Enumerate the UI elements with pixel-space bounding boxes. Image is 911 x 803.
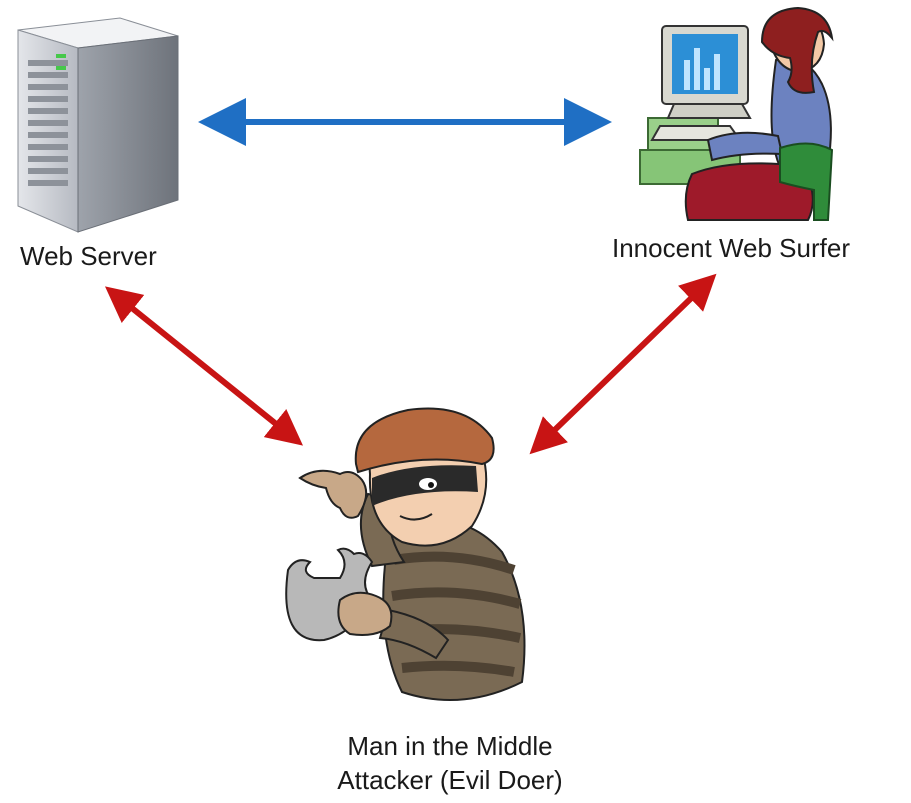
server-attacker-arrow	[104, 286, 304, 446]
web-server-label: Web Server	[20, 241, 157, 271]
surfer-attacker-arrow	[529, 273, 717, 455]
masked-thief-icon	[285, 407, 526, 701]
woman-at-computer-icon	[639, 6, 834, 221]
server-tower-icon	[17, 17, 179, 233]
attacker-label: Man in the Middle Attacker (Evil Doer)	[300, 730, 600, 798]
attacker-label-line2: Attacker (Evil Doer)	[337, 764, 563, 795]
innocent-web-surfer-label: Innocent Web Surfer	[612, 233, 850, 263]
attacker-label-line1: Man in the Middle	[347, 731, 553, 761]
